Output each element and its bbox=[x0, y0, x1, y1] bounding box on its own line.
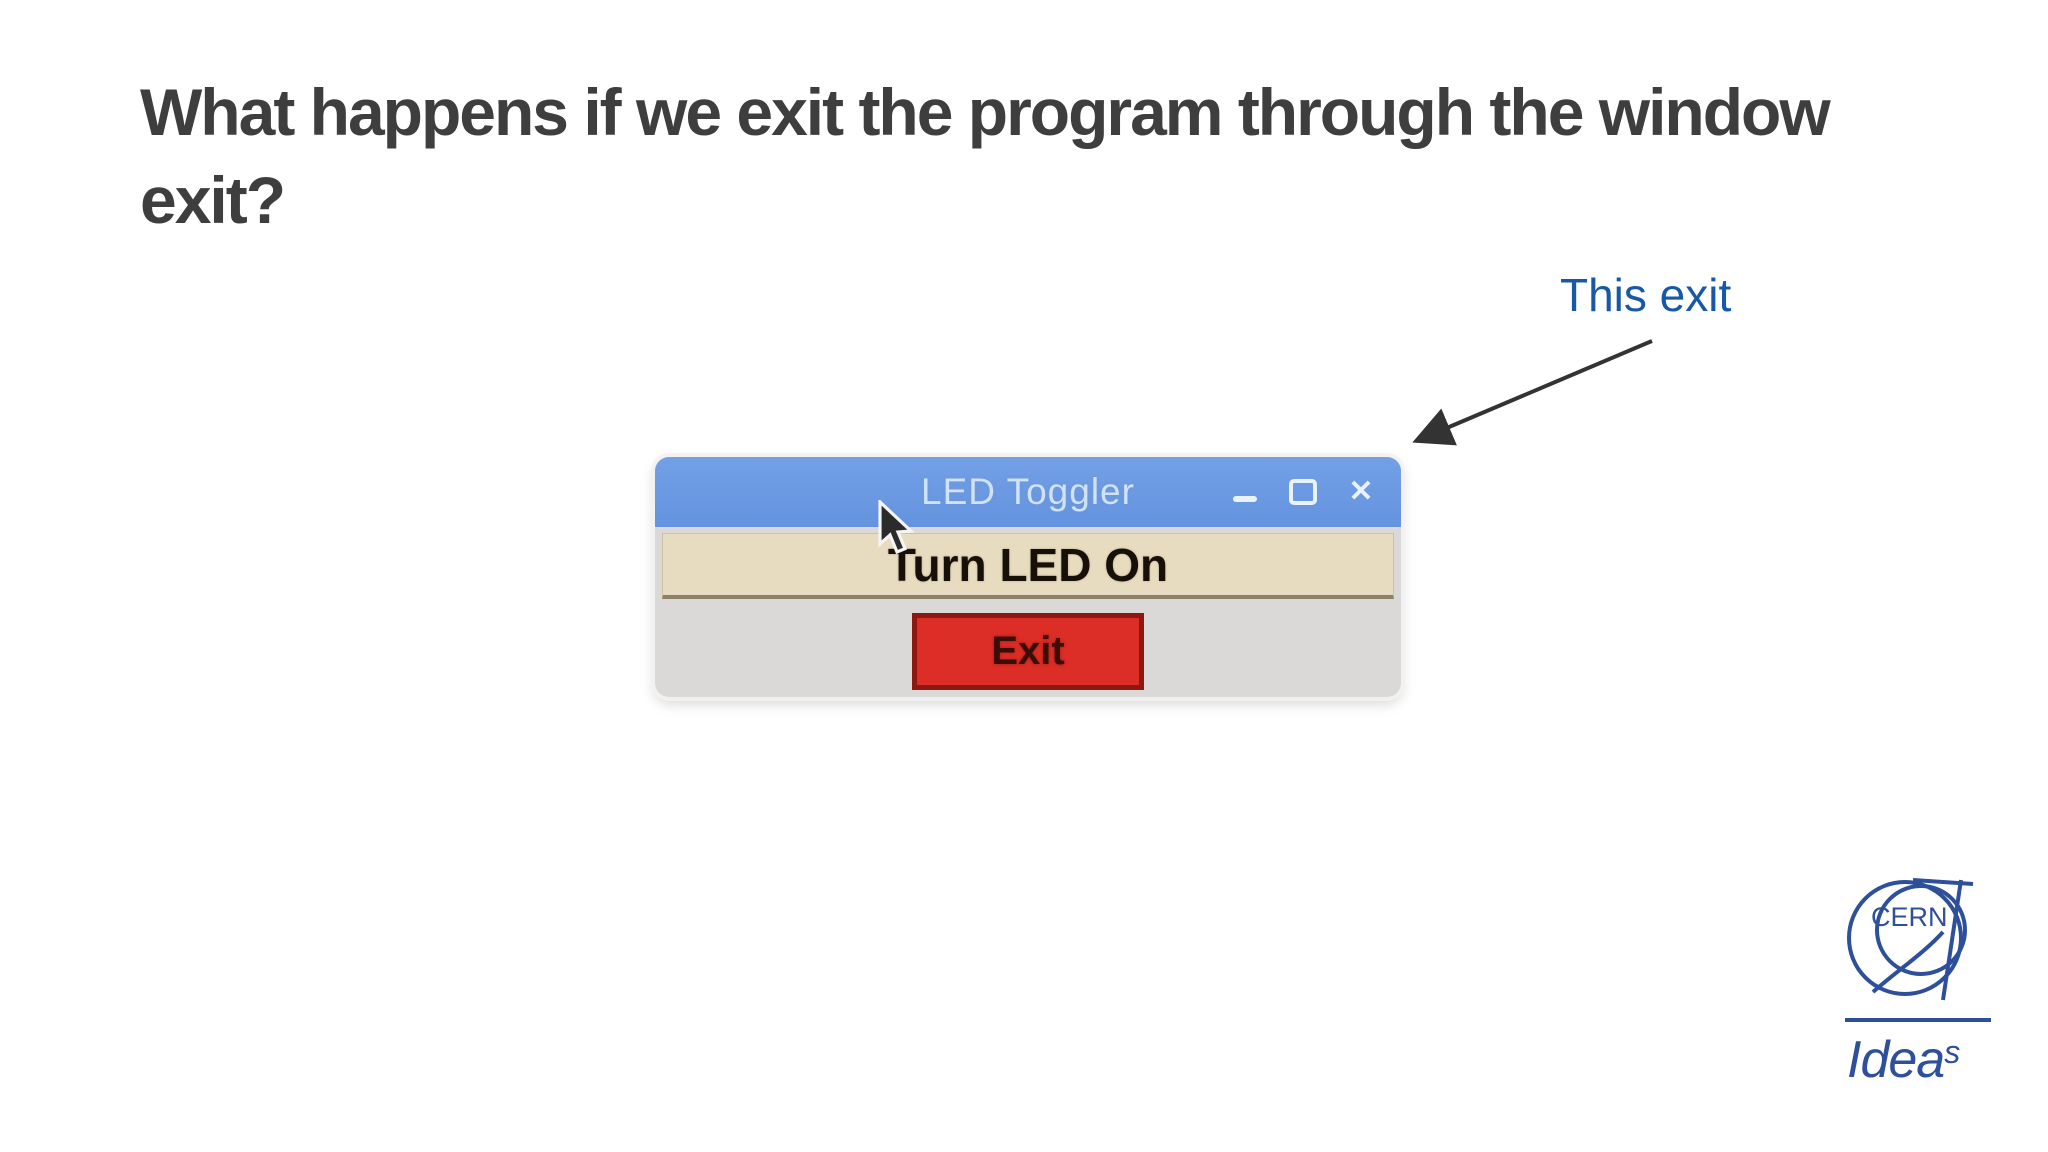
window-titlebar[interactable]: LED Toggler ✕ bbox=[655, 457, 1401, 527]
cern-ideas-logo: CERN Ideas bbox=[1843, 874, 1998, 1089]
cern-logo-text: CERN bbox=[1871, 902, 1948, 932]
ideas-wordmark: Ideas bbox=[1847, 1030, 1960, 1090]
led-toggler-window: LED Toggler ✕ Turn LED On Exit bbox=[655, 457, 1401, 697]
slide-title-line-2: exit? bbox=[140, 163, 286, 237]
mouse-cursor bbox=[878, 500, 915, 555]
close-button[interactable]: ✕ bbox=[1347, 475, 1375, 509]
maximize-button[interactable] bbox=[1289, 475, 1317, 509]
exit-button[interactable]: Exit bbox=[912, 613, 1144, 690]
ideas-wordmark-base: Idea bbox=[1847, 1031, 1945, 1089]
cern-logo-icon: CERN bbox=[1847, 878, 1974, 1001]
slide-title: What happens if we exit the program thro… bbox=[140, 68, 1960, 244]
slide-title-line-1: What happens if we exit the program thro… bbox=[140, 75, 1831, 149]
close-icon: ✕ bbox=[1348, 475, 1374, 508]
annotation-label: This exit bbox=[1560, 269, 1732, 321]
logo-divider bbox=[1845, 1018, 1991, 1022]
ideas-wordmark-sup: s bbox=[1944, 1034, 1960, 1070]
minimize-icon bbox=[1233, 496, 1257, 502]
turn-led-on-button[interactable]: Turn LED On bbox=[662, 533, 1394, 599]
window-controls: ✕ bbox=[1231, 457, 1375, 527]
minimize-button[interactable] bbox=[1231, 475, 1259, 509]
maximize-icon bbox=[1289, 479, 1317, 505]
window-title: LED Toggler bbox=[921, 471, 1135, 512]
